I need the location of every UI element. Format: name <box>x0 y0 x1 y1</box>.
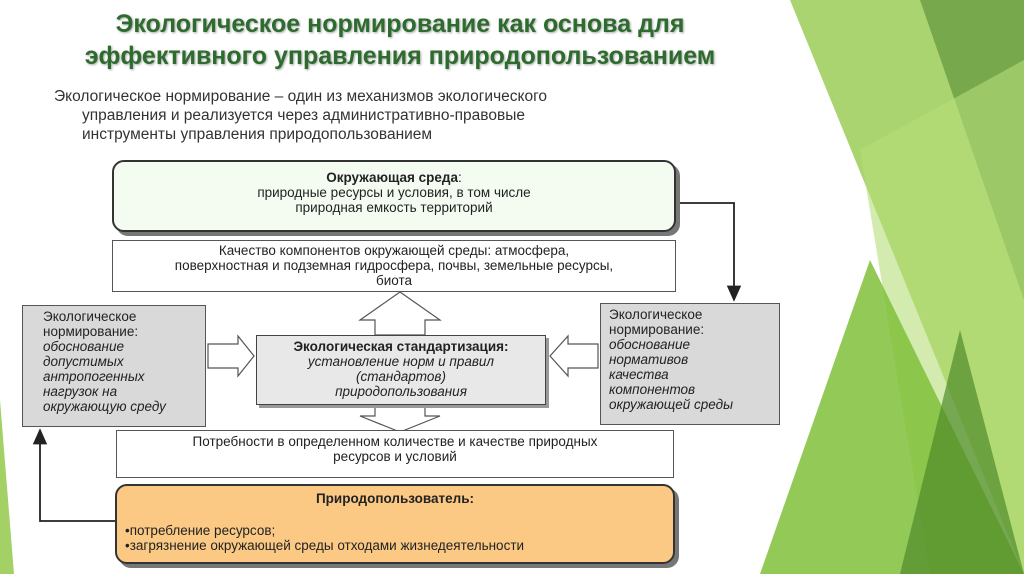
quality-box: Качество компонентов окружающей среды: а… <box>112 240 676 292</box>
quality-line-1: Качество компонентов окружающей среды: а… <box>218 243 570 258</box>
right-norm-line-2: нормирование: <box>609 322 705 337</box>
standardization-line-2: (стандартов) <box>356 369 446 384</box>
standardization-line-1: установление норм и правил <box>307 354 495 369</box>
connector-user-to-left <box>32 428 115 522</box>
left-norm-line-7: окружающую среду <box>43 399 166 414</box>
user-item-1: •потребление ресурсов; <box>125 523 276 538</box>
standardization-line-3: природопользования <box>335 384 467 399</box>
intro-line-3: инструменты управления природопользовани… <box>82 126 433 143</box>
down-block-arrow <box>359 404 441 433</box>
right-block-arrow <box>207 334 255 378</box>
title-line-1: Экологическое нормирование как основа дл… <box>115 10 685 38</box>
environment-line-1: природные ресурсы и условия, в том числе <box>257 185 531 200</box>
left-norm-line-5: антропогенных <box>43 369 145 384</box>
quality-line-2: поверхностная и подземная гидросфера, по… <box>174 258 614 273</box>
needs-line-1: Потребности в определенном количестве и … <box>192 434 598 449</box>
right-norm-line-3: обоснование <box>609 337 690 352</box>
left-norm-line-6: нагрузок на <box>43 384 118 399</box>
left-norm-line-3: обоснование <box>43 339 124 354</box>
left-norm-box: Экологическое нормирование: обоснование … <box>22 305 206 427</box>
right-norm-line-6: компонентов <box>609 382 696 397</box>
right-norm-line-1: Экологическое <box>609 307 703 322</box>
up-block-arrow <box>358 291 442 336</box>
quality-line-3: биота <box>375 273 413 288</box>
title-line-2: эффективного управления природопользован… <box>84 42 716 70</box>
intro-text: Экологическое нормирование – один из мех… <box>54 87 774 144</box>
intro-line-1: Экологическое нормирование – один из мех… <box>54 88 548 105</box>
standardization-box: Экологическая стандартизация: установлен… <box>256 335 546 405</box>
left-norm-line-4: допустимых <box>43 354 124 369</box>
right-norm-line-7: окружающей среды <box>609 397 734 412</box>
needs-box: Потребности в определенном количестве и … <box>116 430 674 478</box>
environment-line-2: природная емкость территорий <box>295 200 493 215</box>
intro-line-2: управления и реализуется через администр… <box>82 107 525 124</box>
slide-title: Экологическое нормирование как основа дл… <box>20 8 780 72</box>
right-norm-box: Экологическое нормирование: обоснование … <box>600 303 780 425</box>
user-item-2: •загрязнение окружающей среды отходами ж… <box>125 538 525 553</box>
left-block-arrow <box>549 334 599 378</box>
right-norm-line-4: нормативов <box>609 352 689 367</box>
user-title: Природопользователь: <box>315 491 475 506</box>
left-norm-line-1: Экологическое <box>43 309 137 324</box>
needs-line-2: ресурсов и условий <box>333 449 457 464</box>
right-norm-line-5: качества <box>609 367 669 382</box>
resource-user-box: Природопользователь: •потребление ресурс… <box>115 484 675 564</box>
environment-title: Окружающая среда <box>326 170 459 185</box>
connector-env-to-right <box>676 202 742 302</box>
left-norm-line-2: нормирование: <box>43 324 139 339</box>
environment-box: Окружающая среда: природные ресурсы и ус… <box>112 160 676 232</box>
standardization-title: Экологическая стандартизация: <box>293 339 509 354</box>
